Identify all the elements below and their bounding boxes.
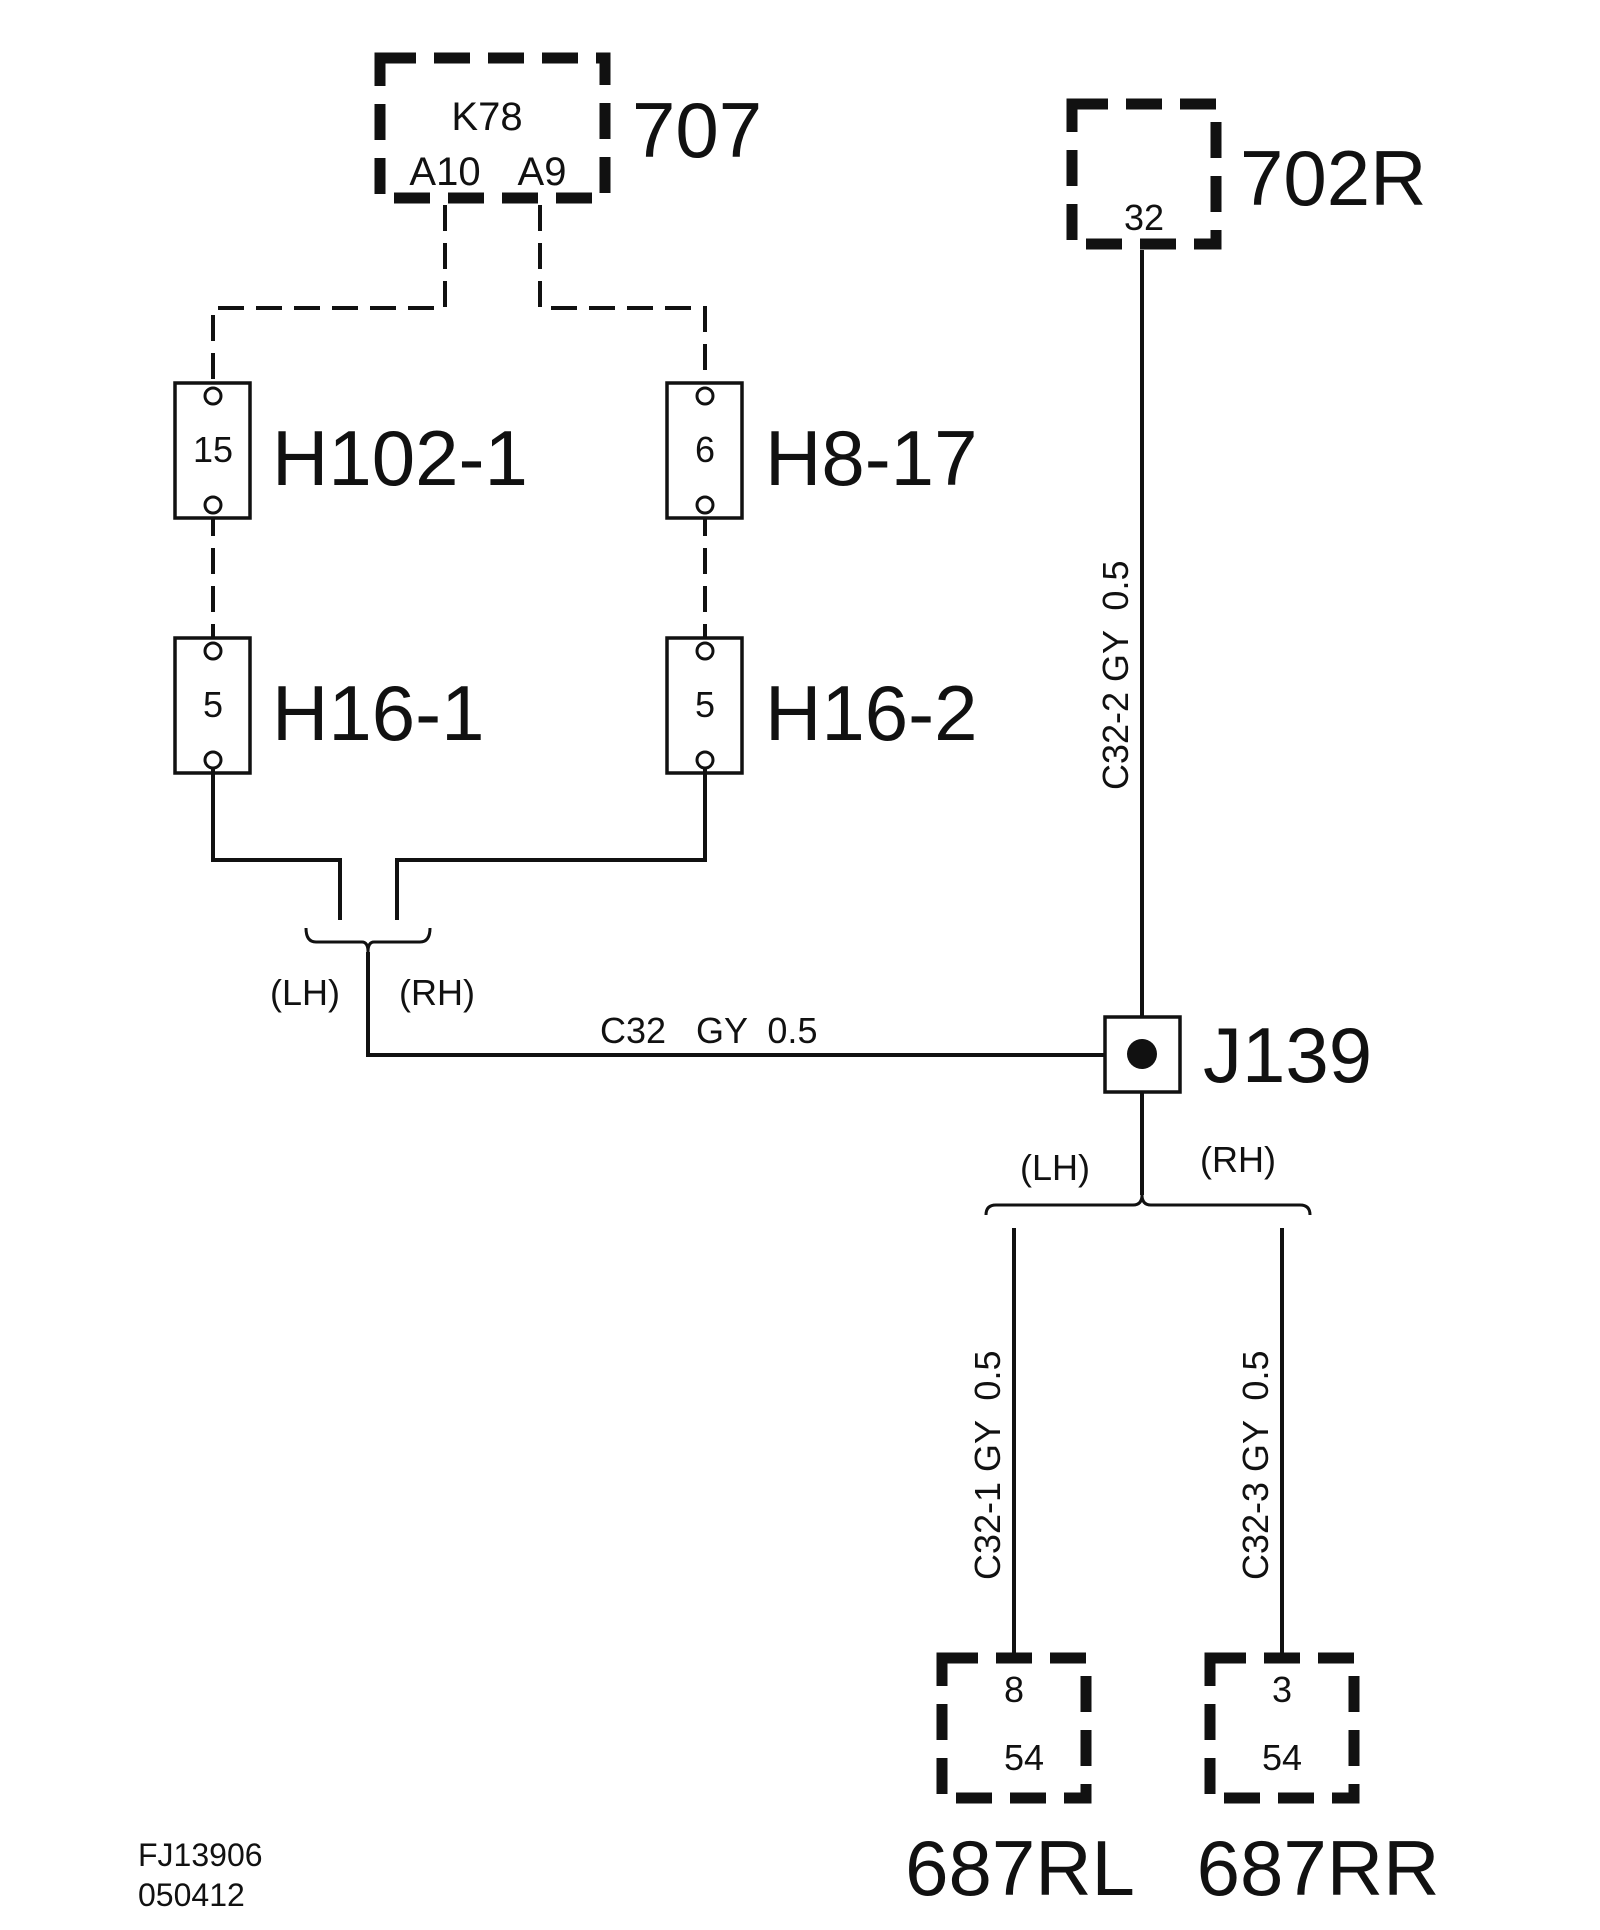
footer-code: FJ13906 <box>138 1837 263 1873</box>
component-707-name: K78 <box>451 95 522 139</box>
component-687rr-pin: 3 <box>1272 1669 1292 1710</box>
connector-h102-1: 15 H102-1 <box>173 381 528 520</box>
connector-h16-1: 5 H16-1 <box>173 636 484 775</box>
component-702r-pin: 32 <box>1124 197 1164 238</box>
connector-h102-1-id: H102-1 <box>272 414 528 502</box>
dashed-wire-a10 <box>211 205 447 388</box>
variant-label-rh-upper: (RH) <box>399 972 475 1013</box>
wire-label-c32-1: C32-1 GY 0.5 <box>967 1351 1008 1580</box>
component-702r-box <box>1066 98 1222 250</box>
variant-label-rh-lower: (RH) <box>1200 1139 1276 1180</box>
component-687rl-box <box>936 1652 1092 1804</box>
component-707-box <box>374 52 611 204</box>
component-707-pin-a10: A10 <box>409 150 480 194</box>
connector-h16-1-id: H16-1 <box>272 669 484 757</box>
component-702r: 32 702R <box>1066 98 1426 250</box>
connector-h8-17: 6 H8-17 <box>665 381 977 520</box>
connector-h8-17-pin: 6 <box>695 429 715 470</box>
dashed-wiring-707 <box>211 205 707 645</box>
connector-h8-17-id: H8-17 <box>765 414 977 502</box>
variant-label-lh-lower: (LH) <box>1020 1147 1090 1188</box>
wire-h16-1-lh <box>211 768 342 920</box>
component-687rr-id: 687RR <box>1197 1824 1440 1912</box>
variant-bracket-lower <box>984 1194 1312 1216</box>
component-687rl-pin: 8 <box>1004 1669 1024 1710</box>
component-707-id: 707 <box>632 86 762 174</box>
connector-h16-1-body <box>173 636 252 775</box>
component-687rl-id: 687RL <box>905 1824 1135 1912</box>
wiring-lower-branch <box>984 1092 1312 1660</box>
connector-h8-17-body <box>665 381 744 520</box>
connector-pin-bottom <box>695 495 715 515</box>
connector-h102-1-body <box>173 381 252 520</box>
wiring-h16 <box>211 768 1140 1057</box>
connector-h16-2-id: H16-2 <box>765 669 977 757</box>
splice-j139: J139 <box>1103 1011 1372 1099</box>
connector-h16-1-pin: 5 <box>203 684 223 725</box>
component-702r-id: 702R <box>1240 134 1426 222</box>
connector-pin-top <box>203 386 223 406</box>
dashed-wire-a9 <box>538 205 707 388</box>
connector-h16-2: 5 H16-2 <box>665 636 977 775</box>
component-687rl: 8 54 687RL <box>905 1652 1135 1912</box>
splice-j139-dot <box>1127 1039 1157 1069</box>
component-707: K78 A10 A9 707 <box>374 52 762 204</box>
component-687rl-sub: 54 <box>1004 1737 1044 1778</box>
connector-pin-top <box>695 386 715 406</box>
connector-h102-1-pin: 15 <box>193 429 233 470</box>
connector-pin-bottom <box>203 750 223 770</box>
component-687rr-sub: 54 <box>1262 1737 1302 1778</box>
wire-label-c32: C32 GY 0.5 <box>600 1010 817 1051</box>
connector-pin-bottom <box>203 495 223 515</box>
splice-j139-id: J139 <box>1203 1011 1372 1099</box>
connector-pin-top <box>695 641 715 661</box>
connector-h16-2-pin: 5 <box>695 684 715 725</box>
variant-bracket-upper <box>304 927 432 953</box>
footer-date: 050412 <box>138 1877 245 1913</box>
component-687rr: 3 54 687RR <box>1197 1652 1440 1912</box>
wire-label-c32-2: C32-2 GY 0.5 <box>1095 561 1136 790</box>
component-707-pin-a9: A9 <box>518 150 567 194</box>
wire-label-c32-3: C32-3 GY 0.5 <box>1235 1351 1276 1580</box>
wire-c32 <box>366 952 1140 1057</box>
variant-label-lh-upper: (LH) <box>270 972 340 1013</box>
connector-pin-top <box>203 641 223 661</box>
component-687rr-box <box>1204 1652 1360 1804</box>
wire-h16-2-rh <box>395 768 707 920</box>
connector-pin-bottom <box>695 750 715 770</box>
